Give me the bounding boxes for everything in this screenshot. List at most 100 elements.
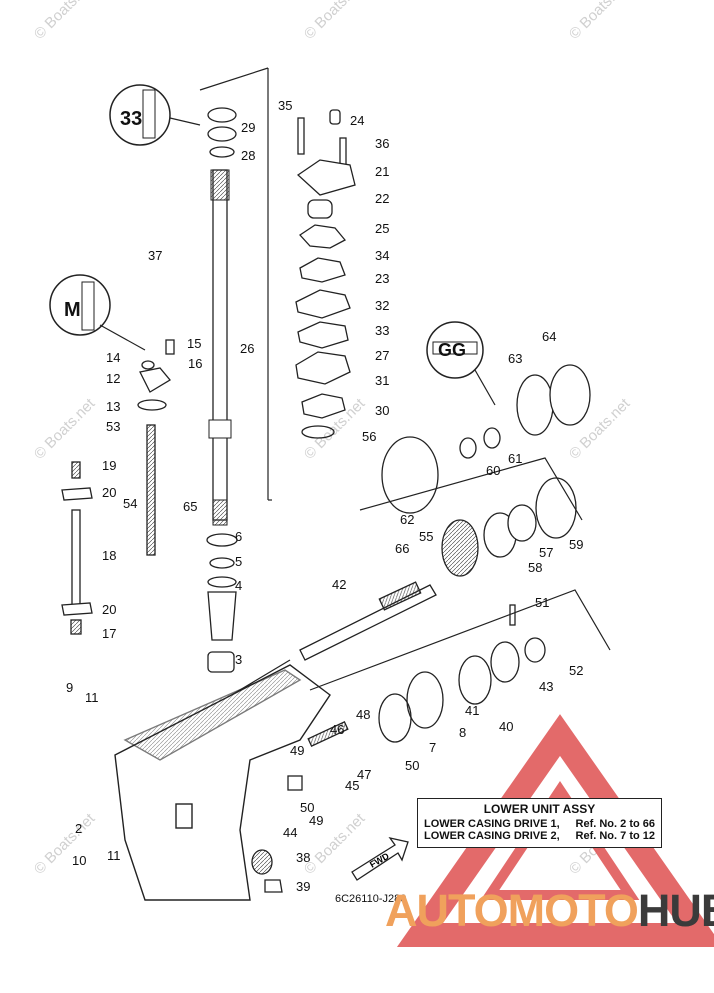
- callout-16: 16: [188, 356, 202, 371]
- callout-13: 13: [106, 399, 120, 414]
- watermark-4: © Boats.net: [31, 395, 99, 463]
- svg-text:GG: GG: [438, 340, 466, 360]
- callout-62: 62: [400, 512, 414, 527]
- callout-14: 14: [106, 350, 120, 365]
- callout-53: 53: [106, 419, 120, 434]
- legend-row-2-ref: Ref. No. 7 to 12: [575, 830, 655, 842]
- callout-66: 66: [395, 541, 409, 556]
- callout-50: 50: [405, 758, 419, 773]
- callout-35: 35: [278, 98, 292, 113]
- callout-3: 3: [235, 652, 242, 667]
- group-frame-lines: [309, 457, 611, 691]
- shift-rod-parts: [61, 339, 175, 635]
- callout-10: 10: [72, 853, 86, 868]
- callout-36: 36: [375, 136, 389, 151]
- callout-49: 49: [309, 813, 323, 828]
- callout-7: 7: [429, 740, 436, 755]
- svg-text:33: 33: [120, 108, 142, 130]
- callout-31: 31: [375, 373, 389, 388]
- watermark-2: © Boats.net: [301, 0, 369, 43]
- callout-25: 25: [375, 221, 389, 236]
- callout-4: 4: [235, 578, 242, 593]
- callout-55: 55: [419, 529, 433, 544]
- callout-37: 37: [148, 248, 162, 263]
- callout-30: 30: [375, 403, 389, 418]
- drive-shaft: [208, 169, 232, 526]
- callout-27: 27: [375, 348, 389, 363]
- callout-61: 61: [508, 451, 522, 466]
- callout-21: 21: [375, 164, 389, 179]
- callout-51: 51: [535, 595, 549, 610]
- callout-19: 19: [102, 458, 116, 473]
- figure-code: 6C26110-J280: [335, 893, 406, 905]
- automotohub-logo: AUTOMOTOHUB: [385, 888, 714, 933]
- legend-row-2-name: LOWER CASING DRIVE 2,: [424, 830, 560, 842]
- callout-39: 39: [296, 879, 310, 894]
- callout-11: 11: [107, 848, 121, 863]
- callout-20: 20: [102, 602, 116, 617]
- callout-8: 8: [459, 725, 466, 740]
- callout-29: 29: [241, 120, 255, 135]
- callout-12: 12: [106, 371, 120, 386]
- callout-24: 24: [350, 113, 364, 128]
- callout-18: 18: [102, 548, 116, 563]
- propeller-shaft-parts: [251, 364, 591, 893]
- watermark-7: © Boats.net: [31, 810, 99, 878]
- water-pump-stack: [295, 109, 356, 439]
- fwd-arrow: FWD: [351, 836, 409, 881]
- callout-2: 2: [75, 821, 82, 836]
- callout-46: 46: [330, 722, 344, 737]
- callout-17: 17: [102, 626, 116, 641]
- callout-59: 59: [569, 537, 583, 552]
- callout-41: 41: [465, 703, 479, 718]
- callout-34: 34: [375, 248, 389, 263]
- callout-38: 38: [296, 850, 310, 865]
- legend-box: LOWER UNIT ASSY LOWER CASING DRIVE 1, Re…: [417, 798, 662, 848]
- callout-45: 45: [345, 778, 359, 793]
- legend-title: LOWER UNIT ASSY: [483, 802, 596, 816]
- callout-57: 57: [539, 545, 553, 560]
- callout-56: 56: [362, 429, 376, 444]
- callout-43: 43: [539, 679, 553, 694]
- legend-row-2: LOWER CASING DRIVE 2, Ref. No. 7 to 12: [424, 830, 655, 842]
- callout-54: 54: [123, 496, 137, 511]
- callout-33: 33: [375, 323, 389, 338]
- callout-44: 44: [283, 825, 297, 840]
- callout-48: 48: [356, 707, 370, 722]
- drive-shaft-sleeves: [206, 533, 238, 673]
- legend-row-1: LOWER CASING DRIVE 1, Ref. No. 2 to 66: [424, 818, 655, 830]
- callout-64: 64: [542, 329, 556, 344]
- callout-6: 6: [235, 529, 242, 544]
- callout-60: 60: [486, 463, 500, 478]
- callout-23: 23: [375, 271, 389, 286]
- watermark-3: © Boats.net: [566, 0, 634, 43]
- logo-text-part1: AUTOMOTO: [385, 885, 639, 936]
- callout-49: 49: [290, 743, 304, 758]
- lower-casing: [114, 664, 331, 901]
- detail-circle-1: 33: [109, 84, 201, 146]
- callout-58: 58: [528, 560, 542, 575]
- callout-22: 22: [375, 191, 389, 206]
- callout-65: 65: [183, 499, 197, 514]
- detail-circle-3: GG: [426, 321, 496, 406]
- callout-28: 28: [241, 148, 255, 163]
- callout-42: 42: [332, 577, 346, 592]
- logo-text-part2: HUB: [637, 885, 714, 936]
- svg-text:M: M: [64, 299, 81, 321]
- callout-40: 40: [499, 719, 513, 734]
- callout-50: 50: [300, 800, 314, 815]
- callout-47: 47: [357, 767, 371, 782]
- callout-26: 26: [240, 341, 254, 356]
- callout-5: 5: [235, 554, 242, 569]
- callout-52: 52: [569, 663, 583, 678]
- watermark-1: © Boats.net: [31, 0, 99, 43]
- detail-circle-2: M: [49, 274, 146, 351]
- bearing-29: [207, 107, 237, 158]
- callout-32: 32: [375, 298, 389, 313]
- callout-15: 15: [187, 336, 201, 351]
- callout-20: 20: [102, 485, 116, 500]
- callout-63: 63: [508, 351, 522, 366]
